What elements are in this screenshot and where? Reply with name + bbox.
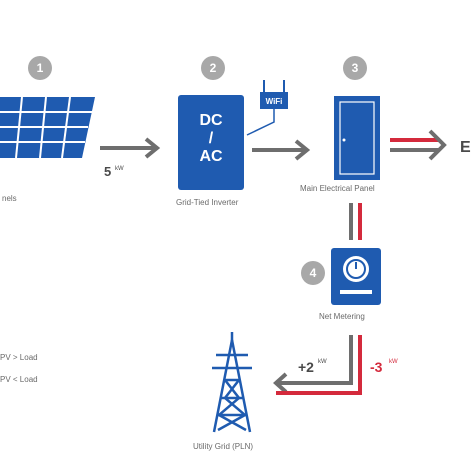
main-electrical-panel-icon [334, 96, 380, 180]
step-4-number: 4 [310, 266, 317, 280]
solar-panel-icon [0, 96, 95, 159]
legend-item-pv-greater: PV > Load [0, 353, 38, 362]
panel-flow-value: 5 [104, 164, 111, 179]
wifi-label: WiFi [266, 97, 283, 106]
grid-flow-lines [273, 335, 362, 395]
step-2-badge: 2 [201, 56, 225, 80]
inverter-label: Grid-Tied Inverter [176, 198, 239, 207]
main-panel-label: Main Electrical Panel [300, 184, 375, 193]
inverter-ac-label: AC [199, 148, 223, 165]
net-metering-label: Net Metering [319, 312, 365, 321]
arrow-inverter-to-panel [252, 139, 311, 161]
arrow-panels-to-inverter [100, 137, 161, 159]
inverter-icon: DC / AC [178, 95, 244, 190]
step-3-badge: 3 [343, 56, 367, 80]
net-meter-icon [331, 248, 381, 305]
step-2-number: 2 [210, 61, 217, 75]
step-3-number: 3 [352, 61, 359, 75]
inverter-dc-label: DC [199, 112, 223, 129]
step-4-badge: 4 [301, 261, 325, 285]
grid-import-unit: kW [389, 359, 398, 365]
utility-tower-icon [212, 332, 252, 433]
grid-export-value: +2 [298, 359, 314, 375]
load-label-cropped: E [460, 139, 471, 156]
grid-export-unit: kW [318, 359, 327, 365]
step-1-badge: 1 [28, 56, 52, 80]
solar-panels-label: nels [2, 194, 17, 203]
step-1-number: 1 [37, 61, 44, 75]
inverter-slash: / [209, 130, 214, 147]
connector-panel-to-meter [349, 203, 362, 240]
panel-flow-unit: kW [115, 166, 124, 172]
utility-grid-label: Utility Grid (PLN) [193, 442, 254, 451]
wifi-icon: WiFi [246, 80, 288, 136]
grid-import-value: -3 [370, 359, 383, 375]
legend-item-pv-less: PV < Load [0, 375, 38, 384]
arrow-panel-to-load [390, 129, 447, 161]
